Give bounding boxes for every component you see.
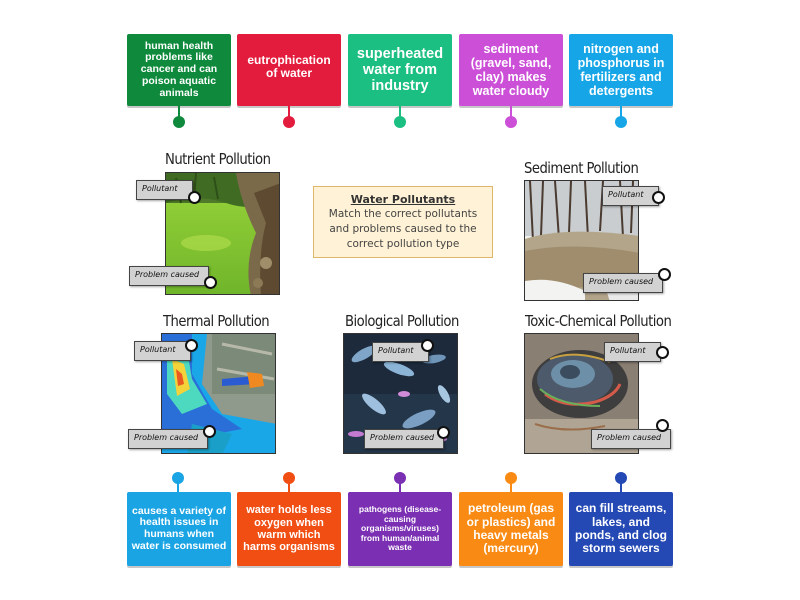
biological-problem-drop-zone[interactable]: Problem caused: [364, 429, 444, 449]
top-card-5-text: nitrogen and phosphorus in fertilizers a…: [577, 42, 665, 98]
sediment-problem-drop-zone[interactable]: Problem caused: [583, 273, 663, 293]
thermal-pollutant-drop-zone[interactable]: Pollutant: [134, 341, 191, 361]
biological-pollutant-drop-zone[interactable]: Pollutant: [372, 342, 429, 362]
oil-spill-image: [525, 334, 638, 453]
nutrient-problem-drop-zone[interactable]: Problem caused: [129, 266, 209, 286]
biological-pollutant-pin[interactable]: [421, 339, 434, 352]
top-card-2-text: eutrophication of water: [247, 53, 331, 81]
thermal-problem-drop-zone[interactable]: Problem caused: [128, 429, 208, 449]
top-card-1-stem: [178, 106, 180, 118]
bottom-card-3-stem: [399, 480, 401, 492]
bottom-card-5-stem: [620, 480, 622, 492]
toxic-pollutant-drop-zone[interactable]: Pollutant: [604, 342, 661, 362]
toxic-chemical-pollution-photo: [524, 333, 639, 454]
bottom-card-5-connector-dot[interactable]: [615, 472, 627, 484]
nutrient-pollutant-drop-zone[interactable]: Pollutant: [136, 180, 193, 200]
nutrient-pollutant-label: Pollutant: [142, 184, 178, 193]
top-card-5-stem: [620, 106, 622, 118]
top-card-3-text: superheated water from industry: [356, 45, 444, 95]
toxic-problem-pin[interactable]: [656, 419, 669, 432]
nutrient-pollution-title: Nutrient Pollution: [165, 150, 271, 168]
instruction-heading: Water Pollutants: [350, 193, 456, 206]
bottom-card-2[interactable]: water holds less oxygen when warm which …: [237, 492, 341, 566]
bottom-card-1[interactable]: causes a variety of health issues in hum…: [127, 492, 231, 566]
nutrient-problem-pin[interactable]: [204, 276, 217, 289]
thermal-problem-label: Problem caused: [134, 433, 199, 442]
biological-pollutant-label: Pollutant: [378, 346, 414, 355]
thermal-pollutant-pin[interactable]: [185, 339, 198, 352]
nutrient-problem-label: Problem caused: [135, 270, 200, 279]
top-card-1-text: human health problems like cancer and ca…: [140, 39, 218, 99]
instruction-body: Match the correct pollutants and problem…: [328, 208, 478, 250]
top-card-1[interactable]: human health problems like cancer and ca…: [127, 34, 231, 106]
thermal-pollutant-label: Pollutant: [140, 345, 176, 354]
sediment-problem-label: Problem caused: [589, 277, 654, 286]
bottom-card-2-connector-dot[interactable]: [283, 472, 295, 484]
top-card-2-connector-dot[interactable]: [283, 116, 295, 128]
sediment-pollutant-drop-zone[interactable]: Pollutant: [602, 186, 659, 206]
top-card-3-connector-dot[interactable]: [394, 116, 406, 128]
bottom-card-3-connector-dot[interactable]: [394, 472, 406, 484]
sediment-pollutant-pin[interactable]: [652, 191, 665, 204]
instruction-box: Water Pollutants Match the correct pollu…: [313, 186, 493, 258]
bottom-card-4[interactable]: petroleum (gas or plastics) and heavy me…: [459, 492, 563, 566]
top-card-4-text: sediment (gravel, sand, clay) makes wate…: [470, 42, 552, 98]
top-card-4-stem: [510, 106, 512, 118]
sediment-pollutant-label: Pollutant: [608, 190, 644, 199]
top-card-3[interactable]: superheated water from industry: [348, 34, 452, 106]
bottom-card-2-text: water holds less oxygen when warm which …: [243, 504, 335, 554]
top-card-5[interactable]: nitrogen and phosphorus in fertilizers a…: [569, 34, 673, 106]
bottom-card-2-stem: [288, 480, 290, 492]
bottom-card-4-text: petroleum (gas or plastics) and heavy me…: [466, 501, 556, 556]
thermal-problem-pin[interactable]: [203, 425, 216, 438]
top-card-2-stem: [288, 106, 290, 118]
bottom-card-1-connector-dot[interactable]: [172, 472, 184, 484]
top-card-4-connector-dot[interactable]: [505, 116, 517, 128]
top-card-3-stem: [399, 106, 401, 118]
bottom-card-4-connector-dot[interactable]: [505, 472, 517, 484]
top-card-2[interactable]: eutrophication of water: [237, 34, 341, 106]
biological-problem-pin[interactable]: [437, 426, 450, 439]
toxic-pollutant-label: Pollutant: [610, 346, 646, 355]
bottom-card-3-text: pathogens (disease-causing organisms/vir…: [358, 504, 442, 553]
top-card-1-connector-dot[interactable]: [173, 116, 185, 128]
toxic-pollutant-pin[interactable]: [656, 346, 669, 359]
toxic-problem-label: Problem caused: [597, 433, 662, 442]
biological-pollution-title: Biological Pollution: [345, 312, 459, 330]
top-card-4[interactable]: sediment (gravel, sand, clay) makes wate…: [459, 34, 563, 106]
bottom-card-5-text: can fill streams, lakes, and ponds, and …: [575, 501, 667, 556]
top-card-5-connector-dot[interactable]: [615, 116, 627, 128]
toxic-chemical-pollution-title: Toxic-Chemical Pollution: [525, 312, 672, 330]
thermal-pollution-title: Thermal Pollution: [163, 312, 270, 330]
toxic-problem-drop-zone[interactable]: Problem caused: [591, 429, 671, 449]
bottom-card-4-stem: [510, 480, 512, 492]
bottom-card-1-text: causes a variety of health issues in hum…: [131, 504, 227, 552]
bottom-card-3[interactable]: pathogens (disease-causing organisms/vir…: [348, 492, 452, 566]
bottom-card-1-stem: [177, 480, 179, 492]
sediment-problem-pin[interactable]: [658, 268, 671, 281]
sediment-pollution-title: Sediment Pollution: [524, 159, 639, 177]
biological-problem-label: Problem caused: [370, 433, 435, 442]
bottom-card-5[interactable]: can fill streams, lakes, and ponds, and …: [569, 492, 673, 566]
nutrient-pollutant-pin[interactable]: [188, 191, 201, 204]
